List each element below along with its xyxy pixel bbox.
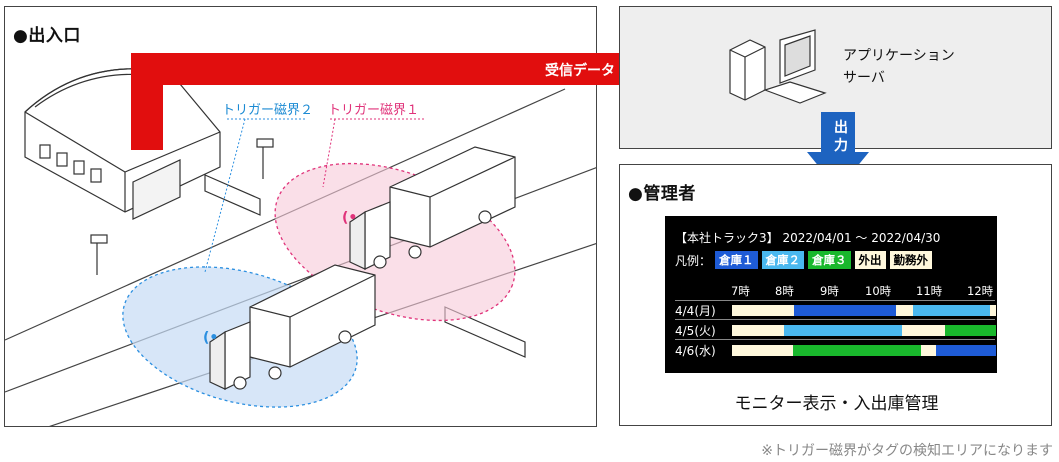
trigger-label-2: トリガー磁界２: [222, 103, 314, 118]
signal-icon: (•: [203, 330, 218, 346]
segment-warehouse1: [936, 345, 996, 356]
antenna-icon: [90, 138, 274, 275]
trigger-label-1: トリガー磁界１: [328, 103, 420, 118]
segment-warehouse2: [784, 325, 902, 336]
hour-label: 12時: [967, 284, 994, 298]
segment-warehouse3: [945, 325, 996, 336]
truck-icon: [349, 146, 516, 270]
legend-warehouse3: 倉庫３: [808, 251, 851, 269]
hour-label: 10時: [865, 284, 892, 298]
segment-warehouse2: [913, 305, 990, 316]
server-label-line2: サーバ: [843, 70, 885, 86]
admin-panel: ●管理者 【本社トラック3】 2022/04/01 〜 2022/04/30 凡…: [619, 164, 1052, 426]
server-label: アプリケーション サーバ: [843, 45, 955, 89]
row-divider: [675, 339, 995, 340]
signal-icon: (•: [342, 210, 357, 226]
monitor-caption: モニター表示・入出庫管理: [734, 394, 939, 414]
legend-out: 外出: [854, 251, 886, 269]
row-date: 4/6(水): [675, 344, 716, 358]
row-date: 4/5(火): [675, 324, 716, 338]
monitor-display: 【本社トラック3】 2022/04/01 〜 2022/04/30 凡例： 倉庫…: [665, 216, 997, 373]
entrance-title: ●出入口: [13, 26, 81, 46]
row-divider: [675, 300, 995, 301]
legend-warehouse2: 倉庫２: [761, 251, 805, 269]
legend-label: 凡例：: [675, 253, 712, 268]
row-divider: [675, 319, 995, 320]
server-computer-icon: [729, 29, 827, 104]
legend-warehouse1: 倉庫１: [715, 251, 758, 269]
hour-label: 8時: [775, 284, 794, 298]
timeline-bar: [732, 305, 996, 316]
admin-title: ●管理者: [628, 184, 696, 204]
segment-warehouse3: [793, 345, 921, 356]
timeline-bar: [732, 345, 996, 356]
legend: 凡例： 倉庫１ 倉庫２ 倉庫３ 外出 勤務外: [675, 251, 933, 269]
warehouse-icon: [24, 68, 221, 220]
legend-offduty: 勤務外: [889, 251, 933, 269]
server-label-line1: アプリケーション: [843, 48, 955, 64]
row-date: 4/4(月): [675, 304, 716, 318]
timeline-bar: [732, 325, 996, 336]
hour-label: 11時: [916, 284, 943, 298]
entrance-illustration: (• (•: [5, 68, 596, 426]
leader-line-1: [322, 118, 336, 188]
arrow-label: 受信データ: [545, 63, 615, 79]
monitor-title: 【本社トラック3】 2022/04/01 〜 2022/04/30: [675, 231, 941, 245]
segment-warehouse1: [794, 305, 896, 316]
hour-label: 7時: [731, 284, 750, 298]
hour-label: 9時: [820, 284, 839, 298]
truck-icon: [209, 264, 376, 390]
data-flow-arrow: [131, 40, 672, 150]
footnote: ※トリガー磁界がタグの検知エリアになります: [761, 443, 1053, 459]
output-label: 出力: [834, 120, 848, 154]
